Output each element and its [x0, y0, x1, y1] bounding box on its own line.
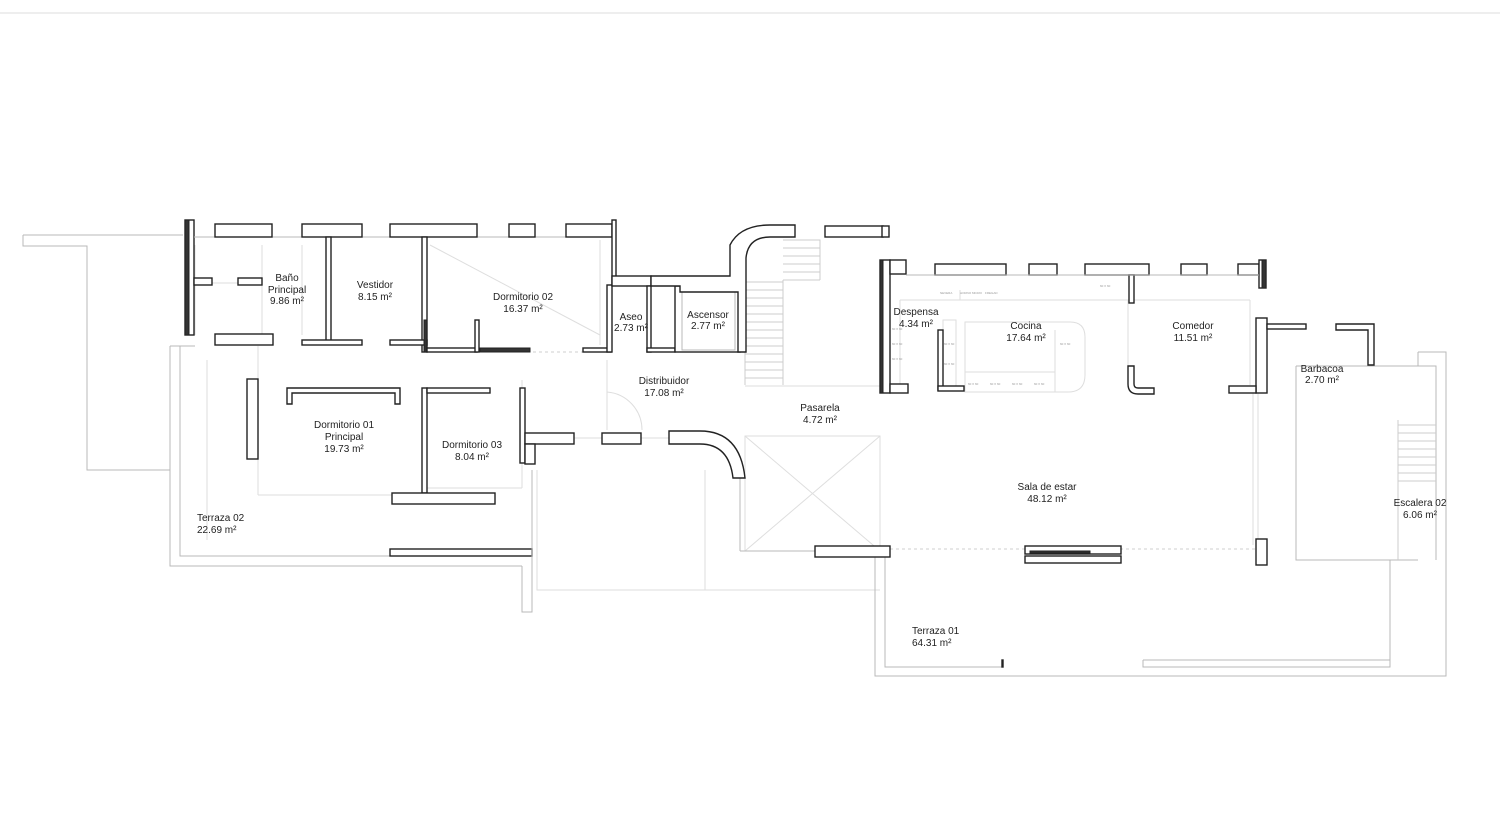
room-sala-de-estar: Sala de estar 48.12 m² — [1018, 482, 1078, 505]
room-area: 2.73 m² — [614, 323, 649, 334]
room-escalera-02: Escalera 02 6.06 m² — [1394, 498, 1447, 521]
room-name: Barbacoa — [1301, 364, 1344, 375]
stair-main — [744, 239, 880, 387]
room-bano-principal: Baño Principal 9.86 m² — [268, 273, 306, 307]
room-name-line2: Principal — [325, 432, 363, 443]
room-area: 17.64 m² — [1006, 333, 1046, 344]
room-name-line2: Principal — [268, 285, 306, 296]
room-terraza-01: Terraza 01 64.31 m² — [912, 626, 960, 649]
svg-text:60 X 60: 60 X 60 — [892, 357, 903, 361]
room-area: 2.70 m² — [1305, 375, 1340, 386]
room-dormitorio-02: Dormitorio 02 16.37 m² — [493, 292, 553, 315]
room-area: 4.34 m² — [899, 319, 934, 330]
stair-escalera-02 — [1397, 420, 1436, 560]
cabinet-annotations: NEVERA HORNO MICRO FREGAD 60 X 60 60 X 6… — [892, 284, 1111, 386]
room-name: Escalera 02 — [1394, 498, 1447, 509]
room-dormitorio-01: Dormitorio 01 Principal 19.73 m² — [314, 420, 374, 455]
room-area: 11.51 m² — [1174, 333, 1213, 344]
room-area: 16.37 m² — [503, 304, 543, 315]
room-name: Terraza 01 — [912, 626, 960, 637]
room-vestidor: Vestidor 8.15 m² — [357, 280, 394, 303]
room-name: Baño — [275, 273, 299, 284]
room-area: 2.77 m² — [691, 321, 726, 332]
room-area: 4.72 m² — [803, 415, 838, 426]
room-name: Dormitorio 01 — [314, 420, 374, 431]
room-area: 22.69 m² — [197, 525, 237, 536]
room-area: 6.06 m² — [1403, 510, 1438, 521]
room-distribuidor: Distribuidor 17.08 m² — [639, 376, 690, 399]
room-name: Terraza 02 — [197, 513, 245, 524]
svg-text:60 X 60: 60 X 60 — [1012, 382, 1023, 386]
room-area: 48.12 m² — [1027, 494, 1067, 505]
room-name: Dormitorio 03 — [442, 440, 502, 451]
room-ascensor: Ascensor 2.77 m² — [687, 310, 729, 332]
room-name: Vestidor — [357, 280, 394, 291]
room-area: 9.86 m² — [270, 296, 305, 307]
room-terraza-02: Terraza 02 22.69 m² — [197, 513, 245, 536]
room-pasarela: Pasarela 4.72 m² — [800, 403, 840, 426]
svg-text:60 X 60: 60 X 60 — [1060, 342, 1071, 346]
svg-text:60 X 60: 60 X 60 — [944, 362, 955, 366]
room-cocina: Cocina 17.64 m² — [1006, 321, 1046, 344]
room-aseo: Aseo 2.73 m² — [614, 312, 649, 334]
room-comedor: Comedor 11.51 m² — [1172, 321, 1214, 344]
svg-text:60 X 60: 60 X 60 — [968, 382, 979, 386]
room-name: Comedor — [1172, 321, 1214, 332]
room-name: Pasarela — [800, 403, 840, 414]
room-name: Distribuidor — [639, 376, 690, 387]
room-area: 19.73 m² — [324, 444, 364, 455]
room-despensa: Despensa 4.34 m² — [893, 307, 938, 330]
room-name: Sala de estar — [1018, 482, 1078, 493]
room-area: 8.04 m² — [455, 452, 490, 463]
room-area: 8.15 m² — [358, 292, 393, 303]
svg-text:FREGAD: FREGAD — [985, 291, 998, 295]
svg-text:60 X 60: 60 X 60 — [1034, 382, 1045, 386]
room-area: 17.08 m² — [644, 388, 684, 399]
room-name: Aseo — [620, 312, 643, 323]
site-outlines — [22, 234, 1447, 677]
room-name: Ascensor — [687, 310, 729, 321]
svg-text:NEVERA: NEVERA — [940, 291, 952, 295]
svg-text:60 X 60: 60 X 60 — [990, 382, 1001, 386]
room-labels: Baño Principal 9.86 m² Vestidor 8.15 m² … — [197, 273, 1447, 649]
svg-text:60 X 60: 60 X 60 — [892, 327, 903, 331]
room-name: Dormitorio 02 — [493, 292, 553, 303]
room-name: Cocina — [1010, 321, 1042, 332]
svg-text:60 X 60: 60 X 60 — [944, 342, 955, 346]
svg-text:60 X 60: 60 X 60 — [1100, 284, 1111, 288]
room-barbacoa: Barbacoa 2.70 m² — [1301, 364, 1344, 386]
walls — [184, 219, 1375, 566]
room-area: 64.31 m² — [912, 638, 952, 649]
void-cross — [739, 435, 881, 552]
room-name: Despensa — [893, 307, 938, 318]
svg-text:HORNO MICRO: HORNO MICRO — [960, 291, 983, 295]
svg-text:60 X 60: 60 X 60 — [892, 342, 903, 346]
room-dormitorio-03: Dormitorio 03 8.04 m² — [442, 440, 502, 463]
